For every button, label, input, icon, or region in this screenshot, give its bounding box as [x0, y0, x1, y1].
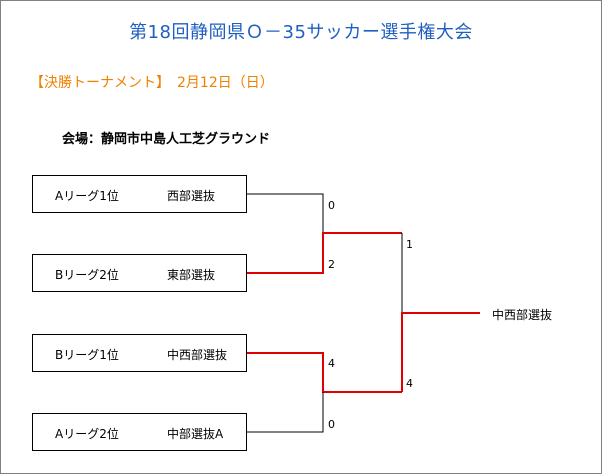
- team-name: 東部選抜: [167, 268, 216, 282]
- team-name: 中西部選抜: [167, 348, 228, 362]
- venue-label: 会場：静岡市中島人工芝グラウンド: [62, 132, 271, 147]
- team-league: Aリーグ2位: [55, 427, 119, 441]
- bracket-line-team-2: [247, 232, 402, 274]
- team-league: Aリーグ1位: [55, 189, 119, 203]
- bracket-line-team-1: [247, 193, 324, 233]
- tournament-subtitle: 【決勝トーナメント】 2月12日（日）: [30, 75, 274, 91]
- team-box-2: Bリーグ2位 東部選抜: [32, 254, 247, 292]
- score-semifinal-2-top: 4: [328, 357, 335, 370]
- bracket-line-final-lower: [401, 312, 480, 392]
- bracket-line-team-4: [247, 392, 324, 433]
- team-box-4: Aリーグ2位 中部選抜A: [32, 413, 247, 451]
- score-final-upper: 1: [406, 238, 413, 251]
- team-league: Bリーグ1位: [55, 348, 119, 362]
- bracket-line-team-3: [247, 352, 402, 393]
- score-semifinal-2-bottom: 0: [328, 418, 335, 431]
- team-league: Bリーグ2位: [55, 268, 119, 282]
- score-semifinal-1-top: 0: [328, 199, 335, 212]
- team-box-1: Aリーグ1位 西部選抜: [32, 175, 247, 213]
- team-name: 西部選抜: [167, 189, 216, 203]
- team-name: 中部選抜A: [167, 427, 224, 441]
- champion-label: 中西部選抜: [492, 308, 553, 322]
- page-title: 第18回静岡県Ｏ－35サッカー選手権大会: [129, 22, 473, 43]
- score-final-lower: 4: [406, 377, 413, 390]
- team-box-3: Bリーグ1位 中西部選抜: [32, 334, 247, 372]
- score-semifinal-1-bottom: 2: [328, 258, 335, 271]
